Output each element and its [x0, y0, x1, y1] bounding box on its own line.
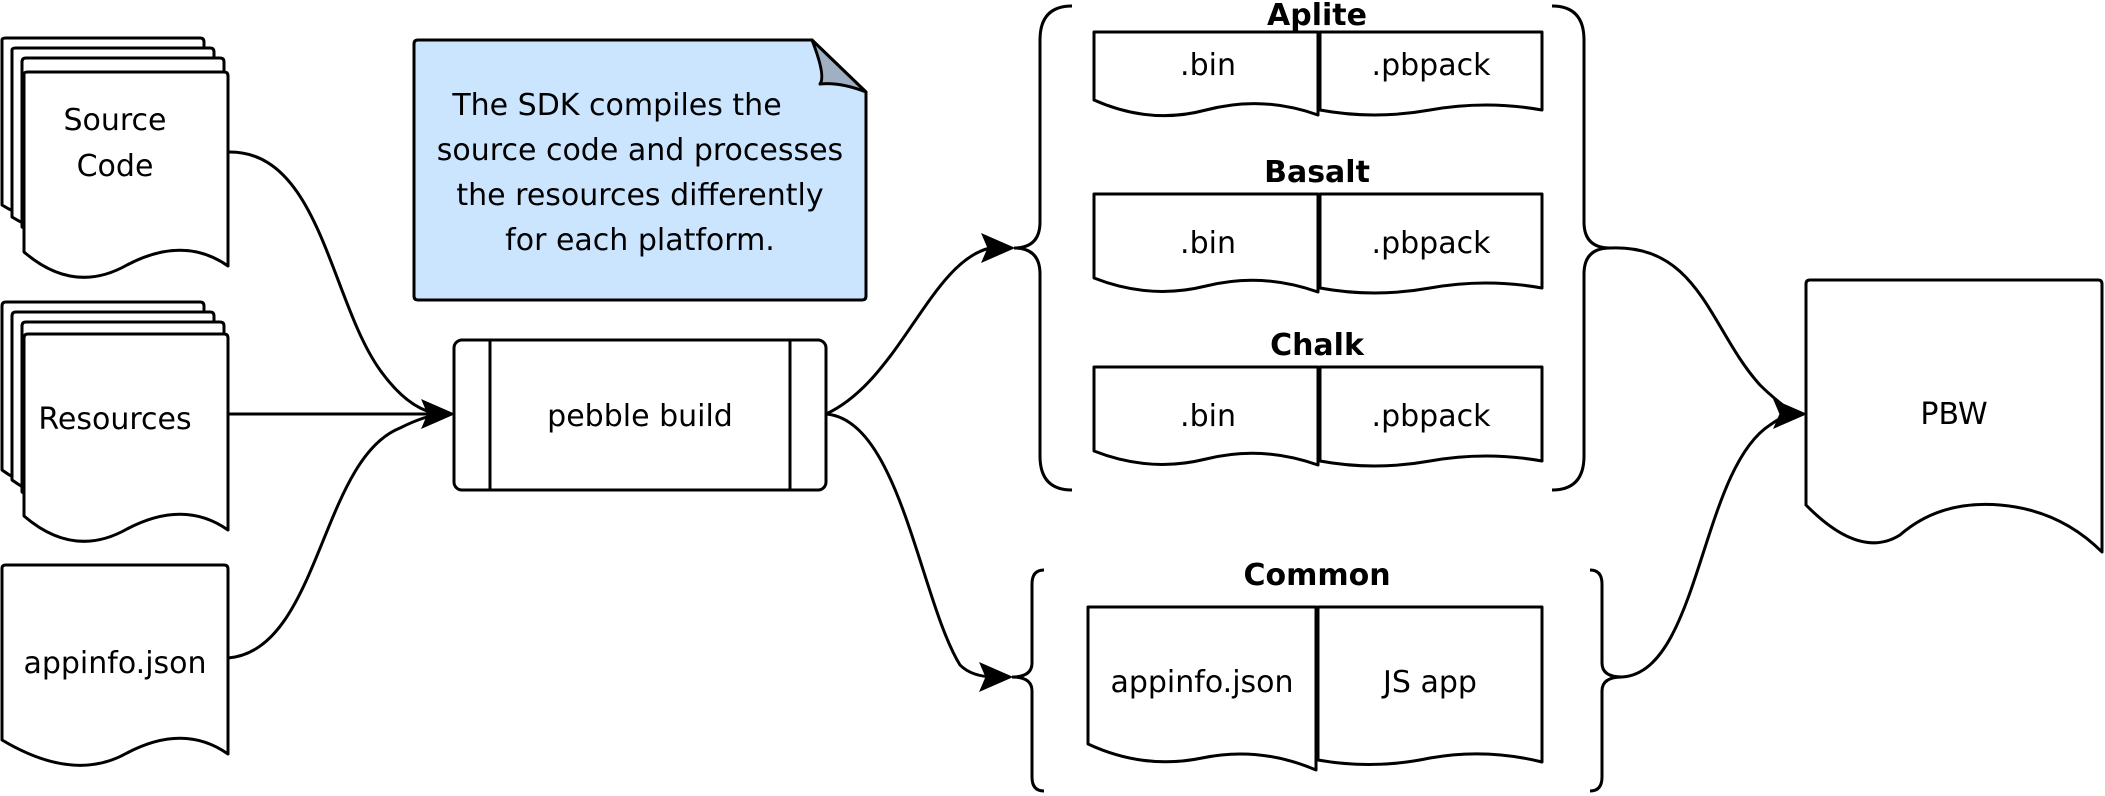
note-callout: The SDK compiles the source code and pro… [412, 38, 868, 302]
note-line-2: source code and processes [437, 133, 843, 168]
pebble-build-process: pebble build [452, 338, 828, 492]
common-right-brace [1589, 568, 1623, 793]
platforms-right-brace [1551, 4, 1611, 492]
appinfo-document: appinfo.json [0, 563, 230, 767]
note-line-3: the resources differently [456, 178, 823, 213]
resources-label: Resources [38, 402, 191, 437]
resources-document-stack: Resources [0, 300, 230, 543]
pbw-document: PBW [1804, 278, 2104, 554]
platform-chalk-file-1: .bin [1180, 399, 1236, 434]
platforms-group: Aplite .bin .pbpack Basalt .bin .pbpack … [1013, 0, 1611, 492]
platform-basalt-title: Basalt [1264, 155, 1370, 190]
note-body [412, 38, 868, 302]
platform-aplite-title: Aplite [1267, 0, 1367, 33]
pbw-connectors [1609, 246, 1808, 679]
note-fold [810, 38, 868, 94]
build-input-arrow [421, 399, 456, 429]
source-code-document-stack: Source Code [0, 36, 230, 279]
platform-aplite-file-2: .pbpack [1372, 48, 1492, 83]
platform-basalt-file-1: .bin [1180, 226, 1236, 261]
platform-chalk-title: Chalk [1270, 328, 1365, 363]
note-line-1: The SDK compiles the [451, 88, 781, 123]
platforms-arrow [981, 233, 1016, 263]
common-left-brace [1011, 568, 1045, 793]
platform-basalt-file-2: .pbpack [1372, 226, 1492, 261]
common-title: Common [1243, 558, 1390, 593]
source-code-label-line2: Code [77, 149, 154, 184]
pbw-input-arrow [1773, 399, 1808, 429]
common-file-2: JS app [1381, 665, 1477, 700]
common-arrow [979, 662, 1014, 692]
pbw-label: PBW [1920, 397, 1987, 432]
input-connectors [227, 150, 456, 660]
note-line-4: for each platform. [505, 223, 775, 258]
appinfo-label: appinfo.json [23, 646, 206, 681]
common-group: Common appinfo.json JS app [1011, 558, 1623, 793]
platforms-left-brace [1013, 4, 1073, 492]
common-file-1: appinfo.json [1110, 665, 1293, 700]
source-code-label-line1: Source [63, 103, 166, 138]
pebble-build-label: pebble build [547, 399, 733, 434]
build-output-connectors [825, 233, 1016, 692]
platform-aplite-file-1: .bin [1180, 48, 1236, 83]
platform-chalk-file-2: .pbpack [1372, 399, 1492, 434]
